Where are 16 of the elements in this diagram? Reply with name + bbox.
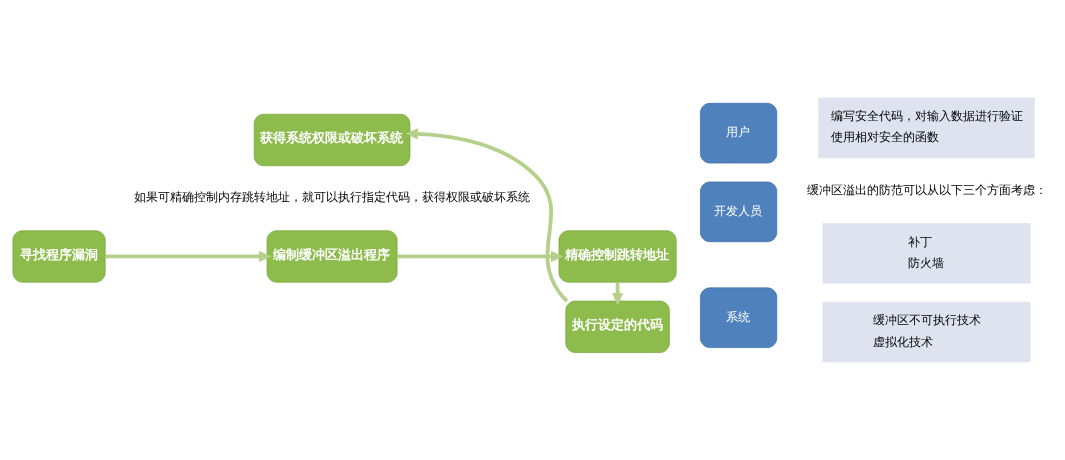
node-box: 精确控制跳转地址 xyxy=(558,230,677,283)
arrow xyxy=(397,250,564,262)
arrow xyxy=(105,250,272,262)
node-box: 寻找程序漏洞 xyxy=(12,230,106,283)
node-box: 系统 xyxy=(700,287,778,348)
arrow xyxy=(405,128,569,303)
node-box: 补丁 防火墙 xyxy=(822,223,1031,284)
label: 缓冲区溢出的防范可以从以下三个方面考虑： xyxy=(806,182,1047,197)
node-box: 获得系统权限或破坏系统 xyxy=(253,113,411,167)
label: 如果可精确控制内存跳转地址，就可以执行指定代码，获得权限或破坏系统 xyxy=(134,190,531,205)
node-box: 编制缓冲区溢出程序 xyxy=(266,230,398,283)
node-box: 缓冲区不可执行技术 虚拟化技术 xyxy=(822,301,1031,363)
node-box: 编写安全代码，对输入数据进行验证 使用相对安全的函数 xyxy=(818,97,1035,159)
node-box: 执行设定的代码 xyxy=(565,300,670,353)
node-box: 用户 xyxy=(700,102,778,164)
node-box: 开发人员 xyxy=(700,181,778,243)
